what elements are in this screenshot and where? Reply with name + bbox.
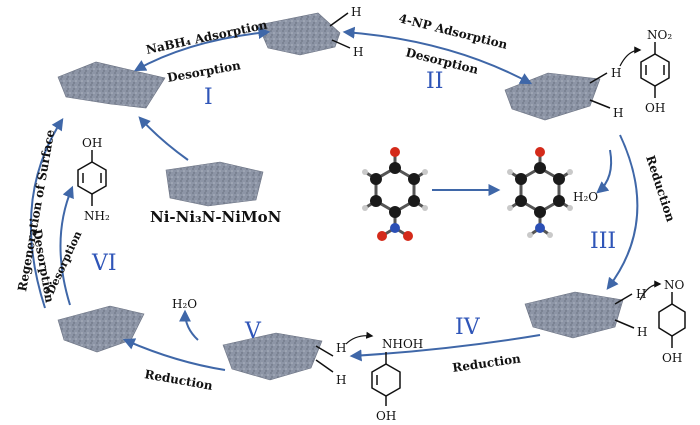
arrow-nabh4-adsorption: [133, 27, 271, 72]
arrow-4np-adsorption: [342, 26, 533, 85]
adsorbed-h-top: H H: [329, 5, 363, 59]
arrow-adsorb-np: [619, 46, 642, 67]
adsorbed-h-bottom-right: H H: [614, 287, 647, 339]
arrow-adsorb-nhoh: [345, 331, 374, 345]
svg-text:H: H: [336, 373, 346, 387]
catalyst-sheet-top: [257, 12, 341, 56]
arrow-desorption-left: [59, 185, 74, 306]
label-nabh4-adsorption: NaBH₄ Adsorption: [145, 17, 269, 56]
svg-text:NO: NO: [664, 278, 685, 292]
water-label-right: H₂O: [573, 190, 598, 204]
catalyst-sheet-bottom-middle: [222, 332, 323, 381]
water-label-left: H₂O: [172, 297, 197, 311]
svg-text:H: H: [636, 287, 646, 301]
catalyst-sheet-right: [504, 72, 601, 121]
step-label-3: III: [590, 229, 616, 254]
arrow-h2o-release-right: [596, 149, 613, 194]
catalyst-sheet-bottom-left: [57, 305, 145, 353]
step-label-2: II: [426, 69, 443, 94]
svg-text:OH: OH: [645, 101, 665, 115]
arrow-reduction-right: [606, 134, 639, 290]
arrow-h2o-release-left: [179, 309, 199, 341]
catalyst-label: Ni-Ni₃N-NiMoN: [150, 208, 282, 226]
step-label-6: VI: [91, 251, 117, 276]
label-desorption-top-left: Desorption: [166, 58, 242, 85]
step-label-5: V: [244, 319, 262, 344]
svg-text:H: H: [637, 325, 647, 339]
adsorbed-h-bottom-middle: H H: [315, 341, 346, 387]
arrow-reduction-bottom-left: [122, 338, 226, 371]
svg-text:H: H: [353, 45, 363, 59]
svg-text:H: H: [613, 106, 623, 120]
svg-text:H: H: [336, 341, 346, 355]
svg-text:OH: OH: [376, 409, 396, 423]
molecule-4-nitrosophenol: NO OH: [658, 278, 686, 365]
svg-text:NHOH: NHOH: [382, 337, 423, 351]
adsorbed-h-right: H H: [589, 66, 623, 120]
ball-stick-4-aminophenol: [507, 147, 573, 238]
molecule-hydroxylaminophenol: NHOH OH: [371, 337, 423, 423]
step-label-4: IV: [455, 315, 481, 340]
catalyst-sheet-center: [165, 161, 264, 207]
catalyst-sheet-bottom-right: [524, 291, 624, 339]
arrow-center-sheet-to-left: [138, 116, 189, 161]
label-reduction-right: Reduction: [643, 154, 678, 224]
step-label-1: I: [204, 85, 213, 110]
svg-text:NO₂: NO₂: [647, 28, 672, 42]
svg-text:NH₂: NH₂: [84, 209, 110, 223]
label-4np-adsorption: 4-NP Adsorption: [397, 11, 509, 52]
label-reduction-bottom-right: Reduction: [451, 351, 521, 374]
svg-text:OH: OH: [662, 351, 682, 365]
svg-text:H: H: [351, 5, 361, 19]
molecule-4-aminophenol: OH NH₂: [77, 136, 110, 223]
svg-text:H: H: [611, 66, 621, 80]
label-reduction-bottom-left: Reduction: [143, 367, 214, 393]
arrow-adsorb-no: [639, 280, 662, 301]
molecule-4-nitrophenol: NO₂ OH: [640, 28, 672, 115]
ball-stick-4-nitrophenol: [362, 147, 428, 241]
arrow-regeneration: [29, 117, 64, 309]
catalyst-sheet-left: [57, 61, 166, 109]
arrow-reduction-bottom-right: [349, 334, 541, 362]
svg-text:OH: OH: [82, 136, 102, 150]
